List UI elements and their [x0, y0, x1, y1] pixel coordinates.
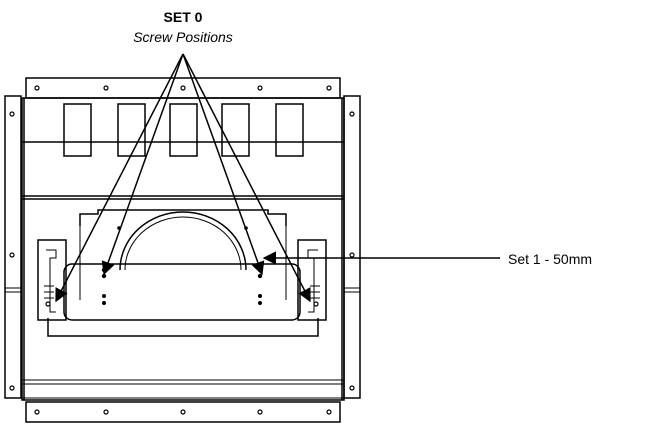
- top-flange: [25, 77, 341, 99]
- right-clip: [297, 239, 327, 321]
- set0-arrows: [55, 53, 311, 303]
- mounting-plate: [63, 263, 301, 321]
- left-side-bracket: [4, 95, 22, 399]
- housing-body: [21, 97, 345, 401]
- right-side-bracket: [343, 95, 361, 399]
- inner-frame: [47, 209, 319, 337]
- bottom-flange: [22, 379, 344, 423]
- diagram-subtitle: Screw Positions: [133, 29, 233, 45]
- arrow-right-clip: [182, 53, 311, 303]
- arrow-right-screw: [182, 53, 265, 276]
- upper-slots: [63, 103, 304, 157]
- callout-label: Set 1 - 50mm: [508, 251, 592, 267]
- diagram-title: SET 0: [164, 9, 203, 25]
- arrow-left-clip: [55, 53, 184, 303]
- arrow-left-screw: [101, 53, 184, 276]
- left-clip: [37, 239, 67, 321]
